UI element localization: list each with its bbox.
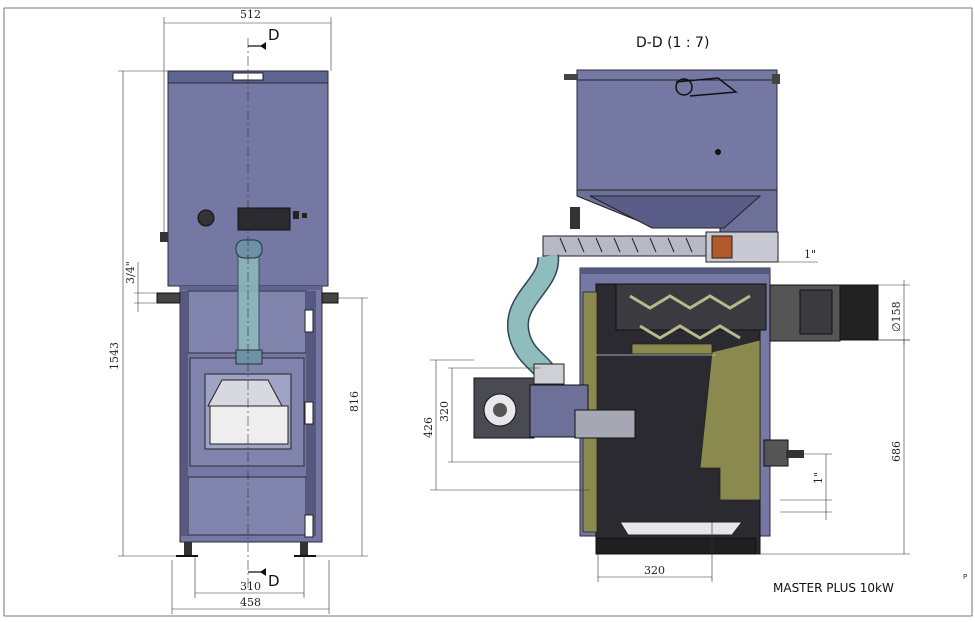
front-pipe-left (156, 292, 181, 304)
front-view: D D 512 1543 3/4" 816 310 458 (108, 8, 368, 614)
dim-bottom-320: 320 (644, 564, 665, 577)
dim-leg-span: 310 (240, 580, 261, 593)
dim-width-top: 512 (240, 8, 261, 21)
front-controller-display (237, 207, 291, 231)
front-lower-door (187, 476, 307, 536)
front-thermometer (197, 209, 215, 227)
section-view: D-D (1 : 7) (422, 35, 967, 595)
dim-flue-diameter: ∅158 (890, 301, 903, 332)
dim-height-total: 1543 (108, 342, 121, 370)
dim-burner-320: 320 (438, 401, 451, 422)
section-title: D-D (1 : 7) (636, 35, 709, 51)
front-pipe-right (321, 292, 339, 304)
dim-burner-426: 426 (422, 417, 435, 438)
section-water-jacket (699, 339, 761, 501)
section-burner-tube (574, 409, 636, 439)
section-mark-top: D (268, 26, 280, 44)
model-label: MASTER PLUS 10kW (773, 581, 894, 595)
section-mark-bottom: D (268, 572, 280, 590)
dim-outlet-thread: 1" (812, 472, 825, 484)
section-auger (542, 235, 734, 257)
dim-height-816: 816 (348, 391, 361, 412)
dim-flue-height: 686 (890, 441, 903, 462)
section-ash-pan (619, 521, 744, 536)
drawing-frame (3, 7, 973, 617)
corner-mark: P (963, 573, 967, 581)
dim-base-width: 458 (240, 596, 261, 609)
dim-pipe-thread: 3/4" (124, 261, 137, 284)
section-hopper (576, 69, 778, 191)
section-flue-pipe (839, 284, 879, 341)
front-feed-tube (237, 253, 260, 359)
dim-inlet-thread: 1" (804, 248, 816, 261)
